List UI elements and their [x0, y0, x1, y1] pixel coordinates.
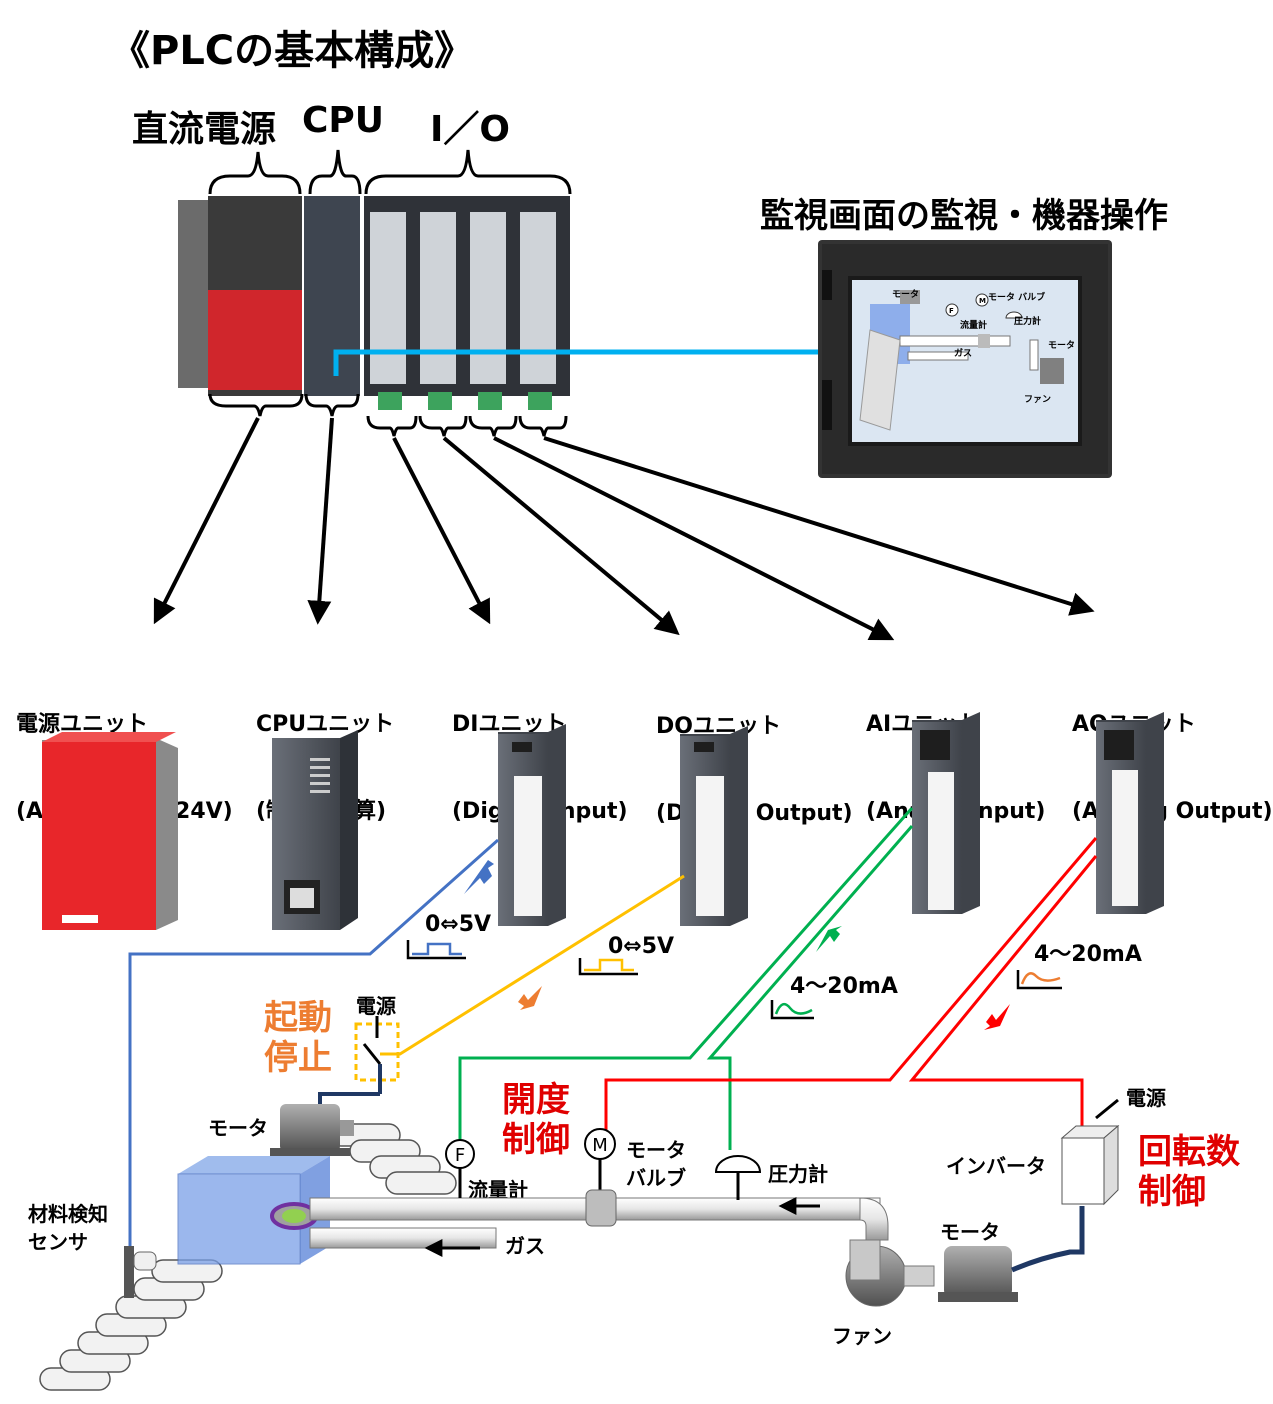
fan-motor [938, 1206, 1085, 1302]
rack-braces [208, 149, 572, 437]
opening-control-label: 開度 制御 [502, 1080, 570, 1160]
sensor-label: 材料検知 センサ [28, 1202, 108, 1254]
monitor-text-flow: 流量計 [960, 319, 987, 331]
inverter-label: インバータ [946, 1154, 1046, 1178]
ao-signal-lines [604, 837, 1098, 1134]
monitor-panel: モータ 流量計 モータ バルブ 圧力計 モータ ガス ファン F M [818, 240, 1112, 478]
monitor-text-motor-valve: モータ バルブ [988, 291, 1045, 303]
power-unit-image [42, 732, 178, 930]
module-name: CPUユニット [256, 712, 395, 737]
monitor-text-motor-right: モータ [1048, 339, 1075, 351]
pressure-gauge [714, 1155, 762, 1200]
arrow-to-ao [543, 436, 1095, 616]
arrow-to-cpu [307, 417, 334, 625]
rack-header-cpu: CPU [302, 100, 385, 141]
monitor-text-fan: ファン [1024, 394, 1051, 405]
page-title: 《PLCの基本構成》 [110, 28, 475, 74]
power-switch-label: 電源 [356, 994, 396, 1018]
inverter-box [1060, 1098, 1120, 1206]
start-stop-switch [318, 1016, 400, 1110]
start-stop-label: 起動 停止 [264, 998, 332, 1078]
arrow-to-do [442, 436, 680, 636]
ai-direction-arrow [816, 926, 842, 952]
monitor-link-line [333, 349, 828, 376]
motor-valve-symbol: M [592, 1135, 608, 1156]
rack-header-io: I／O [430, 109, 510, 150]
signal-label-di: 0⇔5V [425, 912, 492, 937]
arrow-to-di [392, 437, 491, 625]
gas-label: ガス [505, 1234, 545, 1258]
di-direction-arrow [464, 860, 494, 894]
monitor-title: 監視画面の監視・機器操作 [760, 196, 1168, 236]
fan-motor-label: モータ [940, 1220, 1000, 1244]
arrow-to-ai [493, 436, 895, 641]
motor-valve-label: モータ バルブ [626, 1138, 686, 1190]
ai-signal-lines [458, 807, 914, 1150]
monitor-text-pressure: 圧力計 [1014, 315, 1041, 327]
ao-unit-image [1096, 712, 1164, 914]
ai-unit-image [912, 712, 980, 914]
speed-control-label: 回転数 制御 [1138, 1132, 1240, 1212]
material-sensor [124, 1246, 157, 1298]
pressure-gauge-label: 圧力計 [768, 1162, 828, 1186]
cpu-unit-image [272, 730, 358, 930]
do-direction-arrow [518, 986, 542, 1010]
conveyor-motor-label: モータ [208, 1116, 268, 1140]
signal-label-ai: 4～20mA [790, 974, 898, 999]
flow-meter-symbol: F [455, 1145, 465, 1166]
rack-header-power: 直流電源 [132, 109, 277, 150]
inverter-power-label: 電源 [1126, 1086, 1166, 1110]
di-unit-image [498, 724, 566, 926]
flow-meter: F [445, 1139, 475, 1198]
fan-label: ファン [832, 1324, 892, 1348]
arrow-to-power [153, 417, 260, 625]
do-signal-line [380, 874, 685, 1056]
conveyor-motor [270, 1104, 354, 1156]
do-unit-image [680, 726, 748, 926]
furnace-box [177, 1156, 330, 1265]
fan [845, 1239, 935, 1307]
monitor-text-m: M [979, 297, 986, 305]
monitor-text-motor-top: モータ [892, 288, 919, 300]
module-arrows [153, 417, 1095, 641]
monitor-text-gas: ガス [954, 347, 972, 359]
signal-label-do: 0⇔5V [608, 934, 675, 959]
ao-direction-arrow [984, 1004, 1010, 1030]
signal-waveforms [406, 940, 1062, 1020]
plc-rack [178, 196, 570, 410]
di-signal-line [128, 838, 499, 1248]
motor-valve: M [584, 1128, 617, 1227]
monitor-text-f: F [949, 307, 954, 315]
signal-label-ao: 4～20mA [1034, 942, 1142, 967]
